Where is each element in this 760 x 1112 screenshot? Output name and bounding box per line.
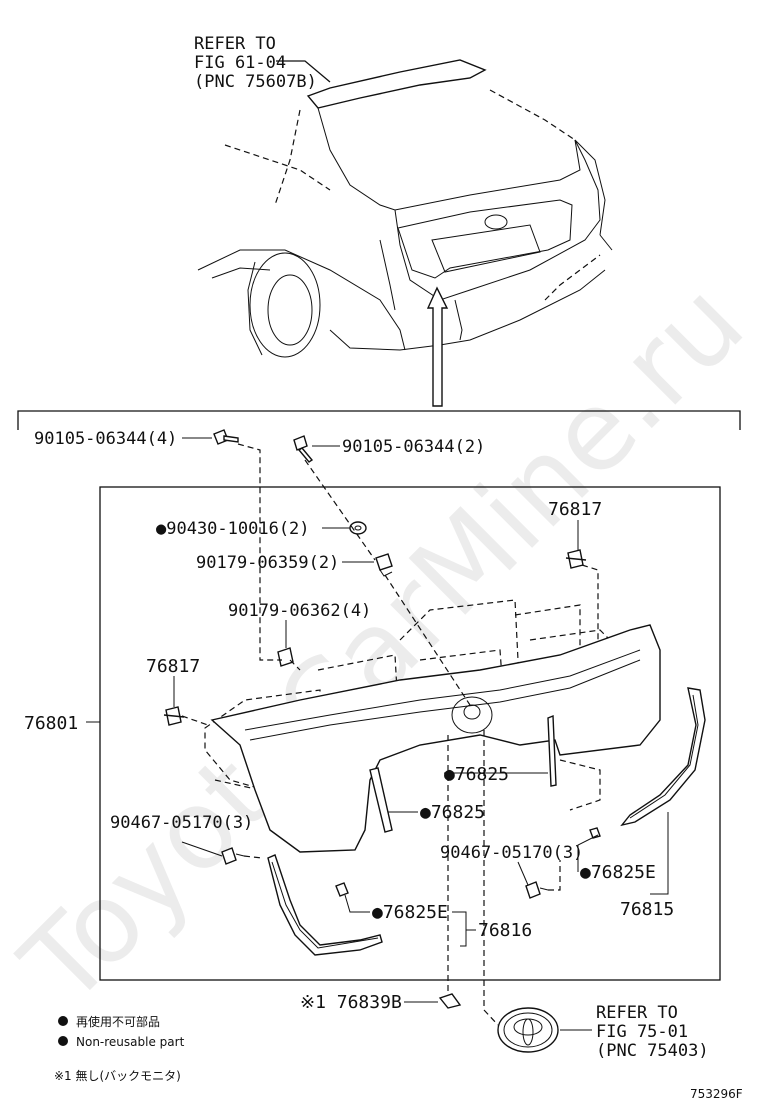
label-screw-left: 90467-05170(3) xyxy=(110,813,253,833)
label-bracket: ※1 76839B xyxy=(300,992,402,1013)
refer-bottom-line1: REFER TO xyxy=(596,1003,678,1023)
figure-code: 753296F xyxy=(690,1087,743,1101)
label-garnish: 76801 xyxy=(24,713,78,734)
nut-lower-part xyxy=(277,647,294,667)
emblem-part xyxy=(497,1007,559,1053)
leader-lines xyxy=(86,437,669,1031)
guide-lines xyxy=(181,443,599,1026)
refer-top-callout: REFER TO FIG 61-04 (PNC 75607B) xyxy=(194,34,331,92)
label-tape-right: ●76825E xyxy=(580,862,656,883)
screw-left-part xyxy=(221,847,245,865)
detail-frame xyxy=(17,410,741,981)
washer-part xyxy=(349,521,367,535)
bracket-part xyxy=(438,993,462,1009)
label-clip-right: 76817 xyxy=(548,499,602,520)
bullet-icon xyxy=(58,1036,68,1046)
refer-bottom-line2: FIG 75-01 xyxy=(596,1022,688,1042)
label-washer: ●90430-10016(2) xyxy=(156,519,310,539)
label-tape-left: ●76825E xyxy=(372,902,448,923)
label-seal-left: ●76825 xyxy=(420,802,485,823)
moulding-right xyxy=(620,687,706,827)
legend-note: ※1 無し(バックモニタ) xyxy=(54,1068,181,1083)
bullet-icon xyxy=(58,1016,68,1026)
refer-top-line2: FIG 61-04 xyxy=(194,53,286,73)
fastener-bolt-right xyxy=(293,435,314,463)
legend: 再使用不可部品 Non-reusable part ※1 無し(バックモニタ) xyxy=(54,1014,185,1083)
legend-jp: 再使用不可部品 xyxy=(76,1014,160,1029)
refer-top-line1: REFER TO xyxy=(194,34,276,54)
label-nut-upper: 90179-06359(2) xyxy=(196,553,339,573)
legend-en: Non-reusable part xyxy=(76,1035,185,1049)
screw-right-part xyxy=(525,881,549,899)
label-nut-lower: 90179-06362(4) xyxy=(228,601,371,621)
location-arrow xyxy=(426,286,449,407)
label-clip-left: 76817 xyxy=(146,656,200,677)
refer-top-line3: (PNC 75607B) xyxy=(194,72,317,92)
label-moulding-left: 76816 xyxy=(478,920,532,941)
moulding-left xyxy=(267,854,383,956)
vehicle-rear-illustration xyxy=(197,59,613,358)
label-bolt-right: 90105-06344(2) xyxy=(342,437,485,457)
label-seal-center: ●76825 xyxy=(444,764,509,785)
label-bolt-left: 90105-06344(4) xyxy=(34,429,177,449)
refer-bottom-line3: (PNC 75403) xyxy=(596,1041,709,1061)
label-moulding-right: 76815 xyxy=(620,899,674,920)
clip-left-part xyxy=(163,706,185,726)
garnish-assembly xyxy=(204,599,661,897)
label-screw-right: 90467-05170(3) xyxy=(440,843,583,863)
nut-upper-part xyxy=(375,553,393,577)
fastener-bolt-left xyxy=(213,429,239,445)
